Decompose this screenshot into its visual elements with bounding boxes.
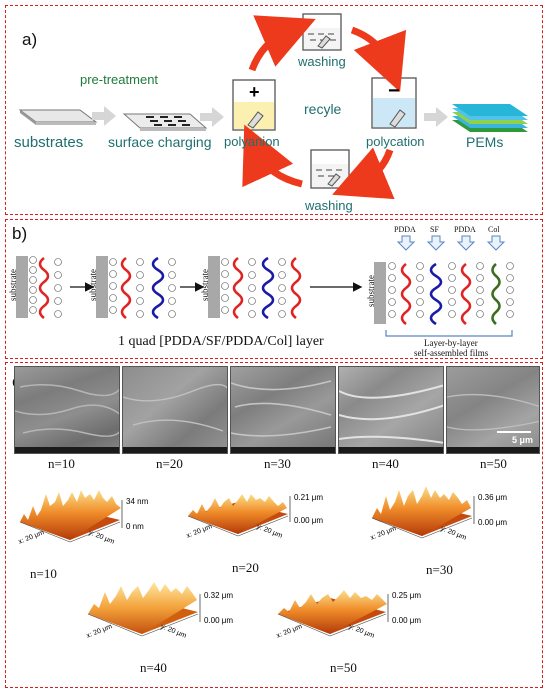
pdda-chain-final-1 — [400, 262, 412, 326]
top-label-sf: SF — [430, 225, 439, 234]
pdda-chain-3a — [232, 256, 244, 320]
label-washing-bottom: washing — [305, 198, 353, 213]
panel-b-graphics — [16, 235, 514, 337]
quad-layer-label: 1 quad [PDDA/SF/PDDA/Col] layer — [118, 334, 324, 349]
down-arrow-pdda-2 — [456, 235, 476, 251]
label-recycle: recyle — [304, 101, 342, 117]
afm-bottom-n40: 0.00 μm — [204, 616, 234, 625]
film-bracket — [385, 330, 513, 337]
top-label-pdda-2: PDDA — [454, 225, 476, 234]
afm-label-n50: n=50 — [330, 660, 357, 675]
afm-bottom-n50: 0.00 μm — [392, 616, 422, 625]
afm-top-n40: 0.32 μm — [204, 591, 234, 600]
process-arrow-3 — [424, 107, 448, 127]
top-label-col: Col — [488, 225, 500, 234]
pems-stack — [452, 104, 528, 132]
top-label-pdda-1: PDDA — [394, 225, 416, 234]
label-pretreatment: pre-treatment — [80, 72, 159, 87]
afm-bottom-n10: 0 nm — [126, 522, 144, 531]
sf-chain-2 — [151, 256, 165, 320]
label-washing-top: washing — [298, 54, 346, 69]
panel-a — [5, 5, 543, 215]
sf-chain-final — [429, 262, 443, 326]
scale-bar — [497, 431, 531, 433]
down-arrow-sf — [426, 235, 446, 251]
label-polycation: polycation — [366, 134, 425, 149]
process-arrow-2 — [200, 107, 224, 127]
panel-c — [5, 362, 543, 688]
afm-label-n10: n=10 — [30, 566, 57, 581]
afm-surface-n20 — [187, 494, 289, 537]
cycle-arrow-1 — [248, 15, 316, 72]
sem-image-n20 — [122, 366, 228, 454]
label-pems: PEMs — [466, 134, 504, 150]
label-surface-charging: surface charging — [108, 134, 212, 150]
afm-label-n30: n=30 — [426, 562, 453, 577]
sem-image-n30 — [230, 366, 336, 454]
label-substrates: substrates — [14, 134, 84, 151]
panel-b-tag: b) — [12, 224, 28, 243]
panel-b — [5, 219, 543, 359]
afm-top-n10: 34 nm — [126, 497, 149, 506]
afm-top-n20: 0.21 μm — [294, 493, 324, 502]
sem-label-n40: n=40 — [372, 456, 399, 471]
cycle-arrow-4 — [242, 124, 303, 188]
pdda-chain-3b — [290, 256, 302, 320]
sem-label-n20: n=20 — [156, 456, 183, 471]
substrate-block-1 — [16, 256, 28, 318]
afm-bottom-n20: 0.00 μm — [294, 516, 324, 525]
process-arrow-1 — [92, 106, 116, 126]
afm-surface-n30 — [371, 486, 473, 539]
substrate-block-final — [374, 262, 386, 324]
lbl-title-1: Layer-by-layer — [424, 338, 478, 348]
pdda-chain-2 — [120, 256, 132, 320]
pdda-chain-1 — [38, 256, 50, 320]
afm-label-n20: n=20 — [232, 560, 259, 575]
minus-sign: − — [388, 80, 400, 102]
down-arrow-col — [486, 235, 506, 251]
lbl-title-2: self-assembled films — [414, 348, 489, 358]
sem-image-n10 — [14, 366, 120, 454]
sem-image-n50: 5 μm — [446, 366, 540, 454]
down-arrow-pdda-1 — [396, 235, 416, 251]
substrate-block-3 — [208, 256, 220, 318]
sem-label-n30: n=30 — [264, 456, 291, 471]
panel-a-graphics — [18, 13, 528, 200]
plus-sign: + — [249, 82, 260, 102]
afm-bottom-n30: 0.00 μm — [478, 518, 508, 527]
scale-label: 5 μm — [511, 435, 533, 445]
cycle-arrow-2 — [350, 26, 407, 93]
sem-label-n10: n=10 — [48, 456, 75, 471]
sem-image-n40 — [338, 366, 444, 454]
afm-label-n40: n=40 — [140, 660, 167, 675]
substrate-block-2 — [96, 256, 108, 318]
label-polyanion: polyanion — [224, 134, 280, 149]
afm-top-n50: 0.25 μm — [392, 591, 422, 600]
col-chain-final — [491, 263, 501, 325]
afm-surface-n40 — [87, 582, 199, 637]
pdda-chain-final-2 — [460, 262, 472, 326]
cycle-arrow-3 — [332, 147, 395, 200]
afm-top-n30: 0.36 μm — [478, 493, 508, 502]
sem-label-n50: n=50 — [480, 456, 507, 471]
afm-surface-n50 — [277, 590, 387, 637]
afm-surface-n10 — [19, 490, 121, 543]
sf-chain-3 — [261, 256, 275, 320]
panel-a-tag: a) — [22, 30, 38, 49]
